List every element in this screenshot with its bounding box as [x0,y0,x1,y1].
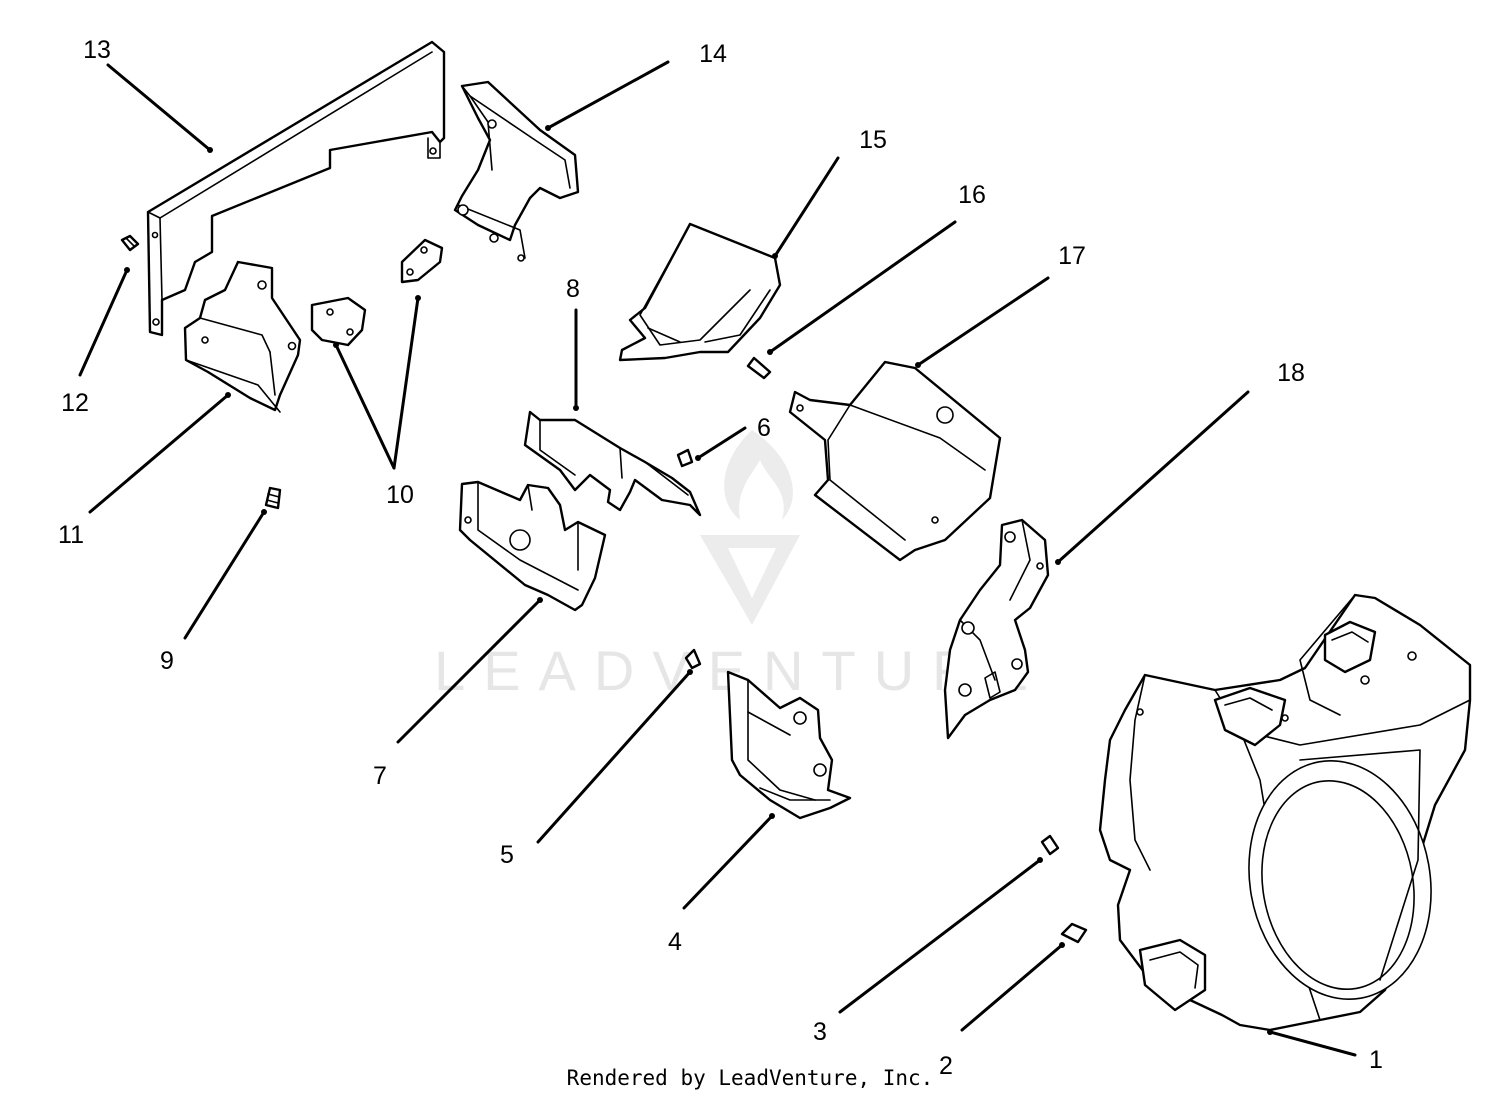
footer-credit: Rendered by LeadVenture, Inc. [566,1066,934,1090]
part-2-screw[interactable] [1060,922,1088,944]
callout-13: 13 [83,36,111,64]
part-4-bracket[interactable] [726,670,852,820]
callout-9: 9 [160,647,174,675]
watermark-flame-icon [724,430,793,520]
part-9-screw[interactable] [264,486,282,510]
leader-lines [78,60,1357,1057]
part-14-bracket[interactable] [453,80,580,262]
part-7-baffle[interactable] [458,480,607,612]
callout-8: 8 [566,275,580,303]
callout-14: 14 [699,40,727,68]
part-5-screw[interactable] [684,648,702,670]
part-17-shroud[interactable] [788,360,1002,562]
callout-1: 1 [1369,1046,1383,1074]
part-15-cover[interactable] [618,222,782,362]
callout-5: 5 [500,841,514,869]
watermark-v-icon [700,535,800,625]
callout-4: 4 [668,928,682,956]
part-6-screw[interactable] [676,448,694,468]
callout-7: 7 [373,762,387,790]
part-13-bracket[interactable] [146,40,446,337]
part-16-screw[interactable] [746,356,772,380]
callout-11: 11 [58,521,84,549]
part-18-bracket[interactable] [943,518,1050,740]
callout-2: 2 [939,1052,953,1080]
callout-10: 10 [386,481,414,509]
callout-6: 6 [757,414,771,442]
callout-16: 16 [958,181,986,209]
part-11-bracket[interactable] [183,260,302,413]
callout-numbers: 13 14 15 16 17 18 12 11 10 9 8 7 6 5 4 3… [58,36,1383,1080]
callout-17: 17 [1058,242,1086,270]
callout-12: 12 [61,389,89,417]
callout-3: 3 [813,1018,827,1046]
part-1-blower-housing[interactable] [1098,593,1472,1032]
callout-15: 15 [859,126,887,154]
callout-18: 18 [1277,359,1305,387]
part-10-plates[interactable] [310,238,444,347]
part-8-bracket[interactable] [523,410,702,517]
part-3-screw[interactable] [1040,834,1060,856]
part-12-screw[interactable] [120,234,140,252]
